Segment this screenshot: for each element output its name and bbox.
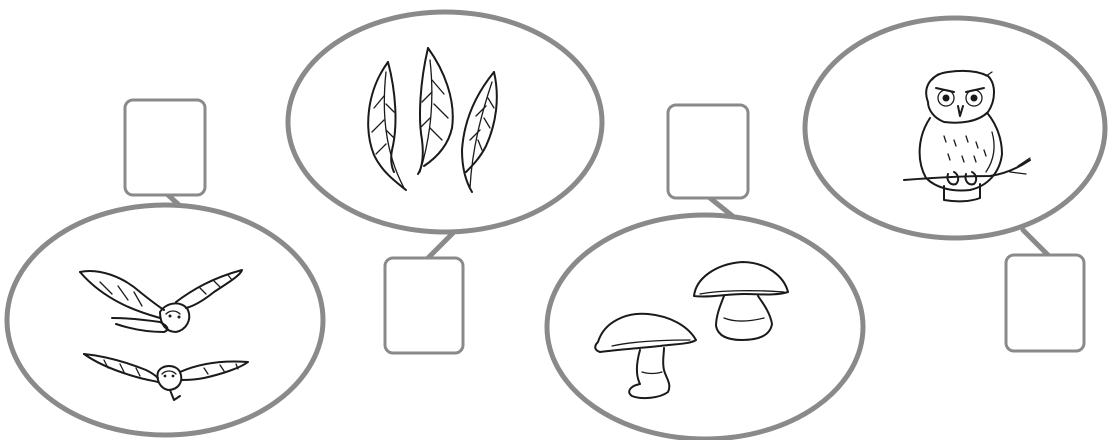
answer-box-1[interactable] <box>125 100 205 195</box>
connector-line <box>1023 230 1048 255</box>
picture-oval-mushrooms <box>547 215 863 439</box>
answer-box-2[interactable] <box>385 258 463 353</box>
picture-oval-leaves <box>288 12 602 232</box>
answer-box-4[interactable] <box>1006 255 1084 351</box>
picture-oval-flying-owls <box>7 205 323 435</box>
answer-box-3[interactable] <box>668 105 748 198</box>
picture-oval-perched-owl <box>805 18 1105 238</box>
connector-line <box>428 233 453 258</box>
